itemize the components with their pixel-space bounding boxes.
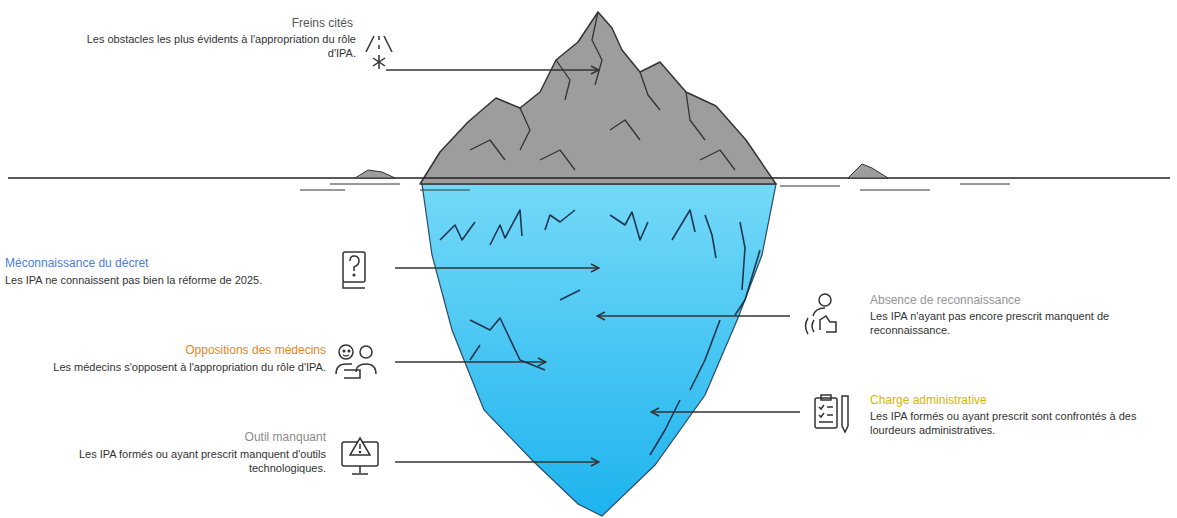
small-ice — [848, 164, 888, 178]
callout-title: Outil manquant — [36, 430, 326, 445]
callout-text: Les médecins s'opposent à l'appropriatio… — [36, 360, 326, 374]
water-line — [8, 177, 1170, 179]
callout-text: Les IPA formés ou ayant prescrit manquen… — [36, 447, 326, 475]
callout-title: Méconnaissance du décret — [5, 256, 325, 271]
tip-ridges — [470, 12, 735, 170]
iceberg-underwater — [422, 184, 776, 516]
callout-text: Les IPA n'ayant pas encore prescrit manq… — [870, 309, 1150, 337]
leader-arrows — [386, 70, 800, 462]
monitor-warning-icon — [342, 438, 378, 474]
underwater-cracks — [440, 210, 760, 455]
callout-title: Charge administrative — [870, 393, 1165, 408]
callout-title: Oppositions des médecins — [36, 343, 326, 358]
book-question-icon — [343, 252, 365, 288]
callout-text: Les IPA ne connaissent pas bien la réfor… — [5, 273, 325, 287]
water-ripples — [300, 184, 1010, 190]
doctors-icon — [336, 345, 376, 378]
callout-title: Freins cités — [53, 16, 353, 31]
iceberg-tip — [420, 12, 776, 184]
callout-title: Absence de reconnaissance — [870, 293, 1165, 308]
callout-text: Les obstacles les plus évidents à l'appr… — [56, 32, 356, 60]
small-ice — [355, 170, 395, 178]
recognition-icon — [806, 294, 837, 334]
brake-icon — [366, 36, 392, 69]
clipboard-pen-icon — [815, 395, 848, 432]
callout-text: Les IPA formés ou ayant prescrit sont co… — [870, 409, 1165, 437]
